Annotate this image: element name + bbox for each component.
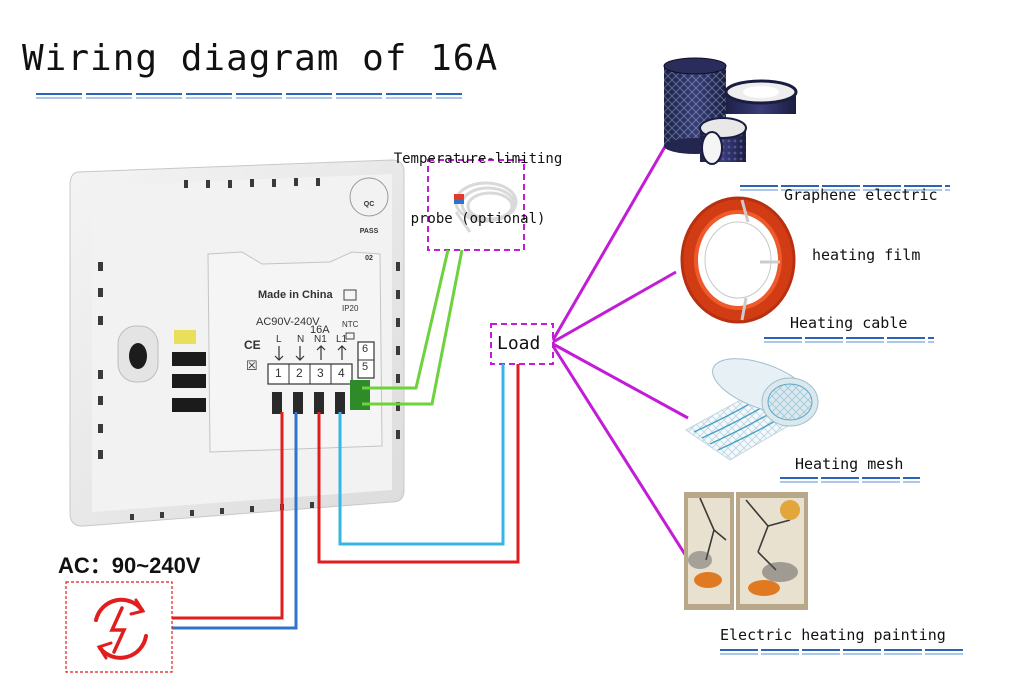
terminal-letter-n: N: [297, 334, 305, 345]
light-blue-load-wire: [338, 364, 505, 546]
graphene-film-image: [663, 57, 798, 165]
red-load-wire: [317, 364, 520, 564]
probe-box: [427, 159, 525, 251]
ip-rating-label: IP20: [342, 304, 359, 313]
qc-line2: PASS: [359, 228, 379, 235]
load-fanout-lines: [551, 137, 689, 557]
ntc-label: NTC: [342, 320, 359, 329]
heating-cable-label: Heating cable: [790, 314, 908, 332]
label-underlines: [720, 185, 966, 655]
current-label: 16A: [310, 324, 330, 336]
probe-label: Temperature-limiting probe (optional): [386, 109, 570, 249]
qc-line3: 02: [365, 255, 373, 262]
made-in-label: Made in China: [258, 289, 333, 301]
ntc-number-6: 6: [362, 343, 369, 355]
power-cycle-icon: [94, 597, 148, 660]
probe-label-line2: probe (optional): [410, 211, 546, 227]
graphene-film-label-line2: heating film: [812, 246, 921, 264]
heating-mesh-label: Heating mesh: [795, 455, 904, 473]
heating-cable-image: [680, 196, 796, 324]
ntc-number-5: 5: [362, 361, 369, 373]
terminal-number-3: 3: [317, 366, 324, 380]
ce-mark: CE: [244, 338, 261, 352]
title-underline: [36, 93, 462, 99]
load-box: [490, 323, 554, 365]
ac-voltage-label: AC：90~240V: [58, 553, 201, 578]
terminal-letter-n1: N1: [314, 334, 327, 345]
heating-mesh-image: [685, 358, 819, 461]
graphene-film-label: Graphene electric heating film: [784, 145, 938, 285]
green-probe-wires: [362, 249, 464, 406]
terminal-number-2: 2: [296, 366, 303, 380]
terminal-letter-l1: L1: [336, 334, 348, 345]
load-label: Load: [497, 333, 541, 354]
terminal-number-4: 4: [338, 366, 345, 380]
heating-painting-image: [684, 492, 808, 610]
graphene-film-label-line1: Graphene electric: [784, 186, 938, 204]
power-source-box: [65, 581, 173, 673]
diagram-title: Wiring diagram of 16A: [22, 38, 499, 79]
voltage-label: AC90V-240V: [256, 316, 320, 328]
qc-line1: QC: [363, 201, 375, 208]
terminal-number-1: 1: [275, 366, 282, 380]
qc-pass-text: QC PASS 02: [355, 182, 383, 272]
terminal-letter-l: L: [276, 334, 282, 345]
qc-pass-sticker: [349, 177, 389, 217]
red-supply-wire: [172, 412, 284, 620]
weee-bin-icon: ☒: [246, 358, 258, 373]
probe-label-line1: Temperature-limiting: [393, 151, 563, 167]
blue-supply-wire: [172, 412, 298, 630]
heating-painting-label: Electric heating painting: [720, 626, 946, 644]
